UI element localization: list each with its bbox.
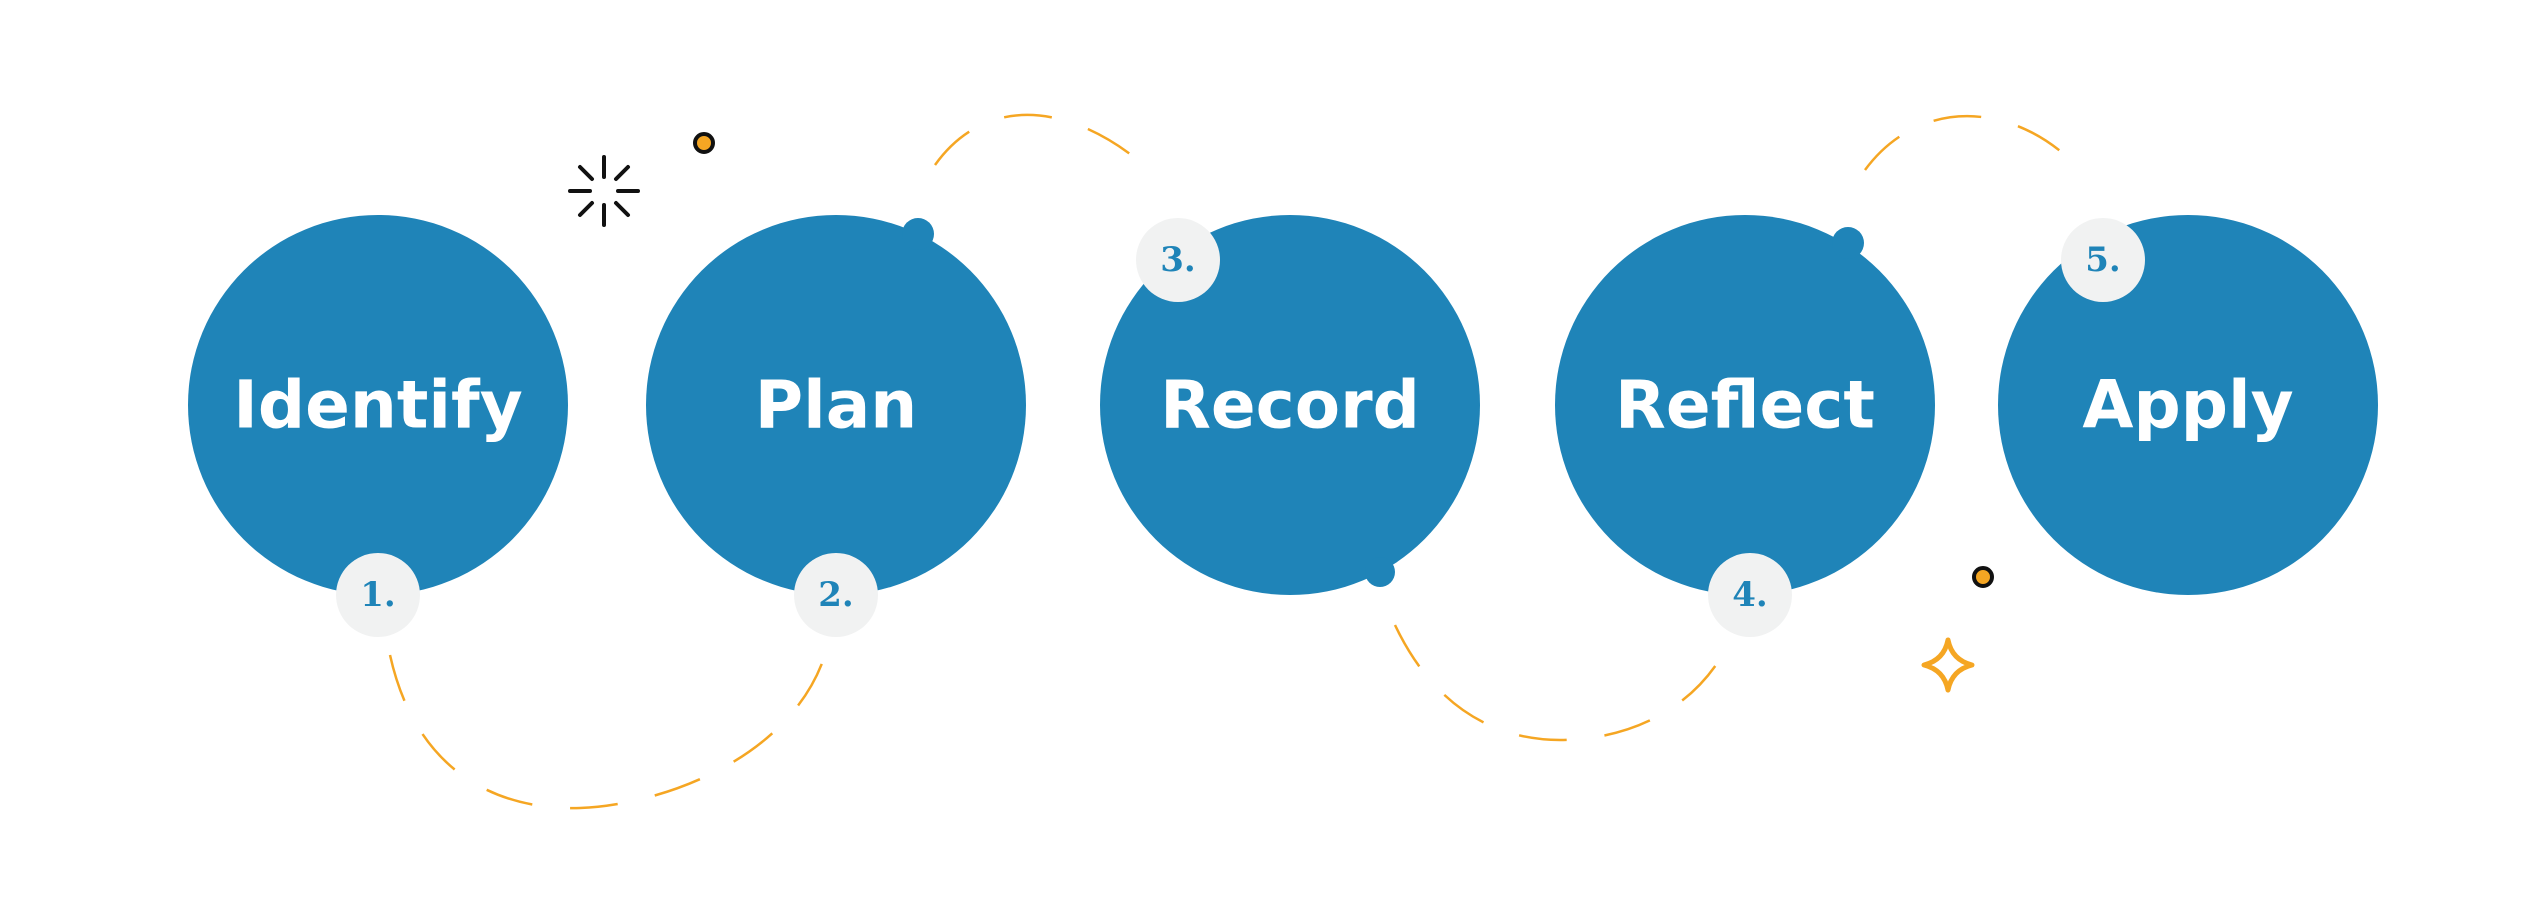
step-number-3: 3. xyxy=(1160,240,1196,280)
step-circle-record xyxy=(1100,215,1480,595)
step-label-record: Record xyxy=(1160,367,1420,444)
step-number-4: 4. xyxy=(1732,575,1768,615)
badge-circle xyxy=(1136,218,1220,302)
step-badge-2: 2. xyxy=(794,553,878,637)
step-badge-3: 3. xyxy=(1136,218,1220,302)
number-badges: 1. 2. 3. 4. 5. xyxy=(336,218,2145,637)
step-label-identify: Identify xyxy=(233,367,522,444)
step-badge-1: 1. xyxy=(336,553,420,637)
step-circle-apply xyxy=(1998,215,2378,595)
connector-arc-4-5 xyxy=(1863,115,2086,176)
ring-dot-icon xyxy=(693,132,715,154)
knob-dot xyxy=(1832,227,1864,259)
step-labels: Identify Plan Record Reflect Apply xyxy=(233,367,2293,444)
connector-arcs xyxy=(388,113,2086,810)
step-number-2: 2. xyxy=(818,575,854,615)
badge-circle xyxy=(794,553,878,637)
knob-dot xyxy=(1365,557,1395,587)
badge-circle xyxy=(2061,218,2145,302)
step-badge-5: 5. xyxy=(2061,218,2145,302)
badge-circle xyxy=(1708,553,1792,637)
badge-circle xyxy=(336,553,420,637)
step-circle-reflect xyxy=(1555,215,1935,595)
step-label-plan: Plan xyxy=(755,367,918,444)
step-circle-identify xyxy=(188,215,568,595)
sparkle-icon xyxy=(1921,637,1975,693)
step-number-5: 5. xyxy=(2085,240,2121,280)
step-badge-4: 4. xyxy=(1708,553,1792,637)
step-number-1: 1. xyxy=(360,575,396,615)
step-circles xyxy=(188,215,2378,595)
step-circle-plan xyxy=(646,215,1026,595)
ring-dot-icon xyxy=(1972,566,1994,588)
step-label-reflect: Reflect xyxy=(1615,367,1875,444)
connector-arc-1-2 xyxy=(388,654,827,810)
connector-arc-2-3 xyxy=(933,113,1151,171)
knob-dot xyxy=(902,218,934,250)
step-label-apply: Apply xyxy=(2082,367,2293,444)
burst-icon xyxy=(568,155,640,227)
connector-arc-3-4 xyxy=(1393,624,1737,742)
knob-dots xyxy=(902,218,1864,587)
